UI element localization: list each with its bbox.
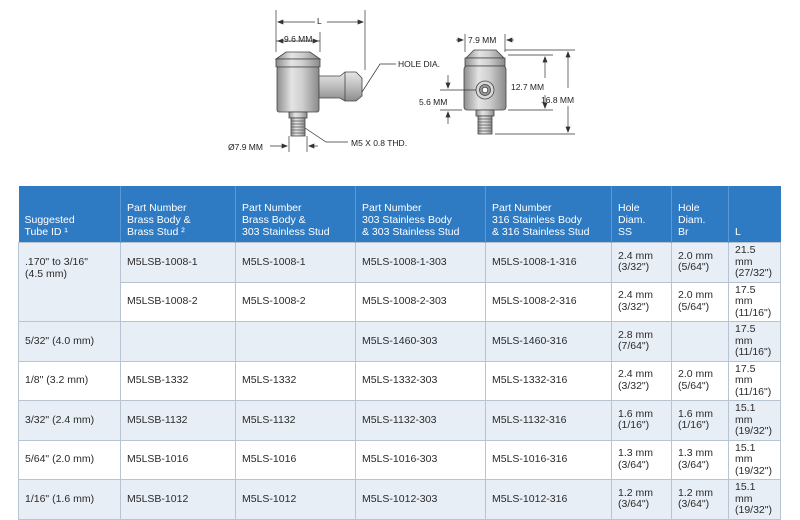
ss303-part-cell: M5LS-1008-1-303 [355,242,486,283]
ss316-part-cell: M5LS-1016-316 [485,439,612,480]
brass-303-part-cell: M5LS-1332 [235,360,356,401]
hole-ss-cell: 2.4 mm(3/32") [611,281,672,322]
brass-303-part-cell [235,321,356,362]
hole-br-cell: 1.3 mm(3/64") [671,439,729,480]
brass-303-part-cell: M5LS-1132 [235,400,356,441]
hole-ss-cell: 2.4 mm(3/32") [611,360,672,401]
ss316-part-cell: M5LS-1332-316 [485,360,612,401]
tube-id-cell: 5/64" (2.0 mm) [18,439,121,480]
length-cell: 17.5 mm(11/16") [728,360,781,401]
hole-dia-label: HOLE DIA. [398,59,441,69]
ss303-part-cell: M5LS-1332-303 [355,360,486,401]
dim-l-label: L [317,16,322,26]
fitting-drawing-svg [270,10,575,152]
hole-br-cell [671,321,729,362]
hole-ss-cell: 2.8 mm(7/64") [611,321,672,362]
hole-ss-cell: 2.4 mm(3/32") [611,242,672,283]
brass-brass-part-cell: M5LSB-1008-1 [120,242,236,283]
hole-ss-cell: 1.3 mm(3/64") [611,439,672,480]
hole-br-cell: 2.0 mm(5/64") [671,242,729,283]
side-view-fitting [274,51,363,137]
tube-id-cell: 5/32" (4.0 mm) [18,321,121,362]
ss316-part-cell: M5LS-1008-1-316 [485,242,612,283]
tube-id-cell: 3/32" (2.4 mm) [18,400,121,441]
dim-width-left-label: 9.6 MM [284,34,313,44]
length-cell: 15.1 mm(19/32") [728,439,781,480]
ss303-part-cell: M5LS-1016-303 [355,439,486,480]
hole-ss-cell: 1.2 mm(3/64") [611,479,672,520]
length-cell: 15.1 mm(19/32") [728,479,781,520]
dim-total-height-label: 16.8 MM [541,95,575,105]
dim-body-height-label: 12.7 MM [511,82,545,92]
hole-br-cell: 2.0 mm(5/64") [671,281,729,322]
brass-brass-part-cell: M5LSB-1012 [120,479,236,520]
hole-br-cell: 1.6 mm(1/16") [671,400,729,441]
technical-drawing: L 9.6 MM HOLE DIA. Ø7.9 MM M5 X 0.8 THD.… [0,0,800,180]
brass-brass-part-cell [120,321,236,362]
ss303-part-cell: M5LS-1008-2-303 [355,281,486,322]
tube-id-cell: 1/16" (1.6 mm) [18,479,121,520]
length-cell: 17.5 mm(11/16") [728,281,781,322]
diameter-label: Ø7.9 MM [228,142,263,152]
dim-width-right-label: 7.9 MM [468,35,497,45]
brass-brass-part-cell: M5LSB-1332 [120,360,236,401]
brass-303-part-cell: M5LS-1012 [235,479,356,520]
brass-303-part-cell: M5LS-1016 [235,439,356,480]
brass-brass-part-cell: M5LSB-1008-2 [120,281,236,322]
end-view-fitting [463,49,507,135]
dim-center-height-label: 5.6 MM [419,97,448,107]
length-cell: 17.5 mm(11/16") [728,321,781,362]
ss316-part-cell: M5LS-1012-316 [485,479,612,520]
brass-303-part-cell: M5LS-1008-2 [235,281,356,322]
l-dimension [270,10,396,152]
brass-brass-part-cell: M5LSB-1132 [120,400,236,441]
hole-br-cell: 1.2 mm(3/64") [671,479,729,520]
length-cell: 15.1 mm(19/32") [728,400,781,441]
header-l: L [728,186,781,243]
ss303-part-cell: M5LS-1132-303 [355,400,486,441]
brass-303-part-cell: M5LS-1008-1 [235,242,356,283]
length-cell: 21.5 mm(27/32") [728,242,781,283]
ss316-part-cell: M5LS-1008-2-316 [485,281,612,322]
tube-id-cell: 1/8" (3.2 mm) [18,360,121,401]
tube-id-cell: .170" to 3/16"(4.5 mm) [18,242,121,322]
brass-brass-part-cell: M5LSB-1016 [120,439,236,480]
thread-label: M5 X 0.8 THD. [351,138,408,148]
ss303-part-cell: M5LS-1460-303 [355,321,486,362]
ss303-part-cell: M5LS-1012-303 [355,479,486,520]
ss316-part-cell: M5LS-1132-316 [485,400,612,441]
hole-ss-cell: 1.6 mm(1/16") [611,400,672,441]
hole-br-cell: 2.0 mm(5/64") [671,360,729,401]
ss316-part-cell: M5LS-1460-316 [485,321,612,362]
end-view-dimensions [440,34,575,135]
